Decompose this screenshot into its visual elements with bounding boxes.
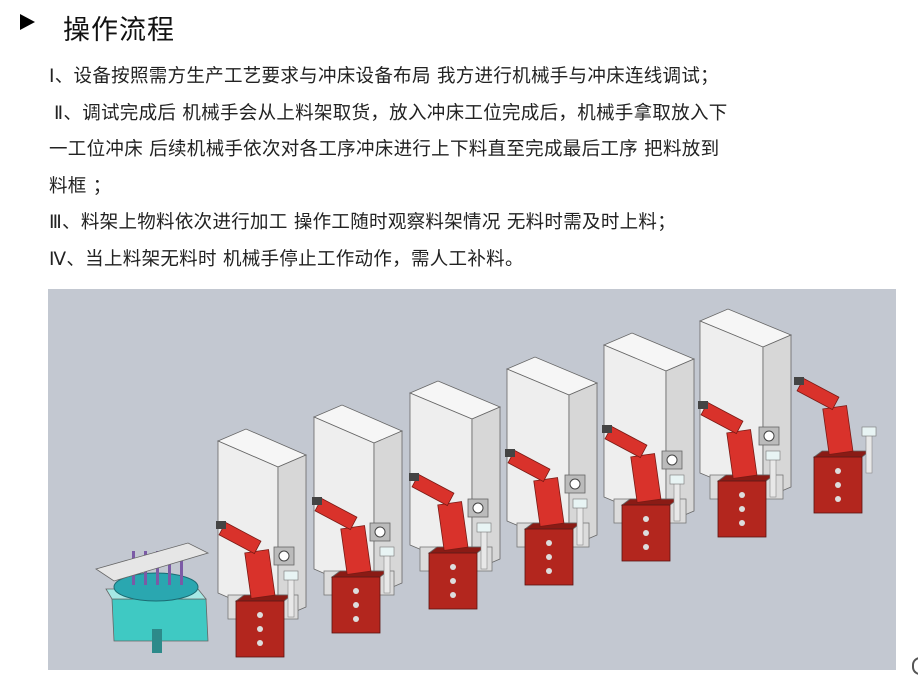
cabinet-knob	[257, 640, 263, 646]
rack-leg	[152, 629, 162, 653]
robot-cabinet	[331, 576, 381, 634]
control-screen	[379, 546, 395, 557]
step-line-2-continued: 一工位冲床 后续机械手依次对各工序冲床进行上下料直至完成最后工序 把料放到	[49, 139, 720, 160]
cabinet-knob	[835, 482, 841, 488]
robot-gripper	[794, 377, 804, 385]
robot-station	[602, 425, 685, 562]
press-gauge	[278, 550, 290, 562]
control-pedestal	[383, 552, 391, 594]
step-line-2: Ⅱ、调试完成后 机械手会从上料架取货，放入冲床工位完成后，机械手拿取放入下	[54, 102, 728, 124]
page-title: 操作流程	[63, 15, 175, 46]
cabinet-knob	[450, 564, 456, 570]
control-screen	[476, 522, 492, 533]
press-gauge	[569, 478, 581, 490]
robot-gripper	[409, 473, 419, 481]
procedure-text: Ⅰ、设备按照需方生产工艺要求与冲床设备布局 我方进行机械手与冲床连线调试； Ⅱ、…	[49, 59, 909, 278]
robot-arm-base	[244, 549, 276, 599]
control-screen	[283, 570, 299, 581]
cabinet-knob	[450, 592, 456, 598]
control-screen	[765, 450, 781, 461]
robot-gripper	[602, 425, 612, 433]
robot-gripper	[505, 449, 515, 457]
cabinet-knob	[835, 496, 841, 502]
step-line-2-end: 料框 ；	[49, 175, 112, 197]
cabinet-knob	[835, 468, 841, 474]
loading-rack	[95, 542, 210, 653]
cabinet-knob	[257, 612, 263, 618]
control-pedestal	[769, 456, 777, 498]
robot-arm-base	[437, 501, 469, 551]
production-line-illustration	[48, 289, 896, 670]
robot-station	[312, 497, 395, 634]
robot-arm-base	[822, 405, 854, 455]
title-bullet-icon	[20, 14, 35, 30]
cabinet-knob	[546, 554, 552, 560]
control-pedestal	[480, 528, 488, 570]
robot-station	[505, 449, 588, 586]
press-line-render	[95, 308, 877, 658]
cabinet-knob	[546, 568, 552, 574]
robot-arm-base	[340, 525, 372, 575]
control-pedestal	[673, 480, 681, 522]
control-pedestal	[287, 576, 295, 618]
control-screen	[669, 474, 685, 485]
cabinet-knob	[643, 530, 649, 536]
feeder-conveyor	[95, 542, 210, 582]
cabinet-knob	[739, 520, 745, 526]
press-gauge	[763, 430, 775, 442]
cabinet-knob	[739, 492, 745, 498]
cabinet-knob	[450, 578, 456, 584]
cabinet-knob	[739, 506, 745, 512]
robot-gripper	[698, 401, 708, 409]
cabinet-knob	[643, 516, 649, 522]
cabinet-knob	[353, 588, 359, 594]
robot-station	[794, 377, 877, 514]
page-edge-mark	[912, 657, 918, 675]
robot-arm-base	[533, 477, 565, 527]
control-screen	[861, 426, 877, 437]
robot-station	[409, 473, 492, 610]
press-side	[762, 334, 792, 500]
robot-station	[698, 401, 781, 538]
press-gauge	[472, 502, 484, 514]
cabinet-knob	[546, 540, 552, 546]
step-line-3: Ⅲ、料架上物料依次进行加工 操作工随时观察料架情况 无料时需及时上料；	[49, 212, 677, 233]
cabinet-knob	[353, 602, 359, 608]
press-gauge	[374, 526, 386, 538]
cabinet-knob	[257, 626, 263, 632]
press-gauge	[666, 454, 678, 466]
robot-gripper	[216, 521, 226, 529]
robot-arm-base	[726, 429, 758, 479]
control-pedestal	[576, 504, 584, 546]
step-line-4: Ⅳ、当上料架无料时 机械手停止工作动作，需人工补料。	[49, 248, 524, 270]
robot-arm-base	[630, 453, 662, 503]
cabinet-knob	[353, 616, 359, 622]
robot-gripper	[312, 497, 322, 505]
step-line-1: Ⅰ、设备按照需方生产工艺要求与冲床设备布局 我方进行机械手与冲床连线调试；	[49, 66, 719, 87]
material-rod	[180, 551, 183, 585]
material-rod	[168, 551, 171, 585]
cabinet-knob	[643, 544, 649, 550]
robot-station	[216, 521, 299, 658]
control-pedestal	[865, 432, 873, 474]
control-screen	[572, 498, 588, 509]
